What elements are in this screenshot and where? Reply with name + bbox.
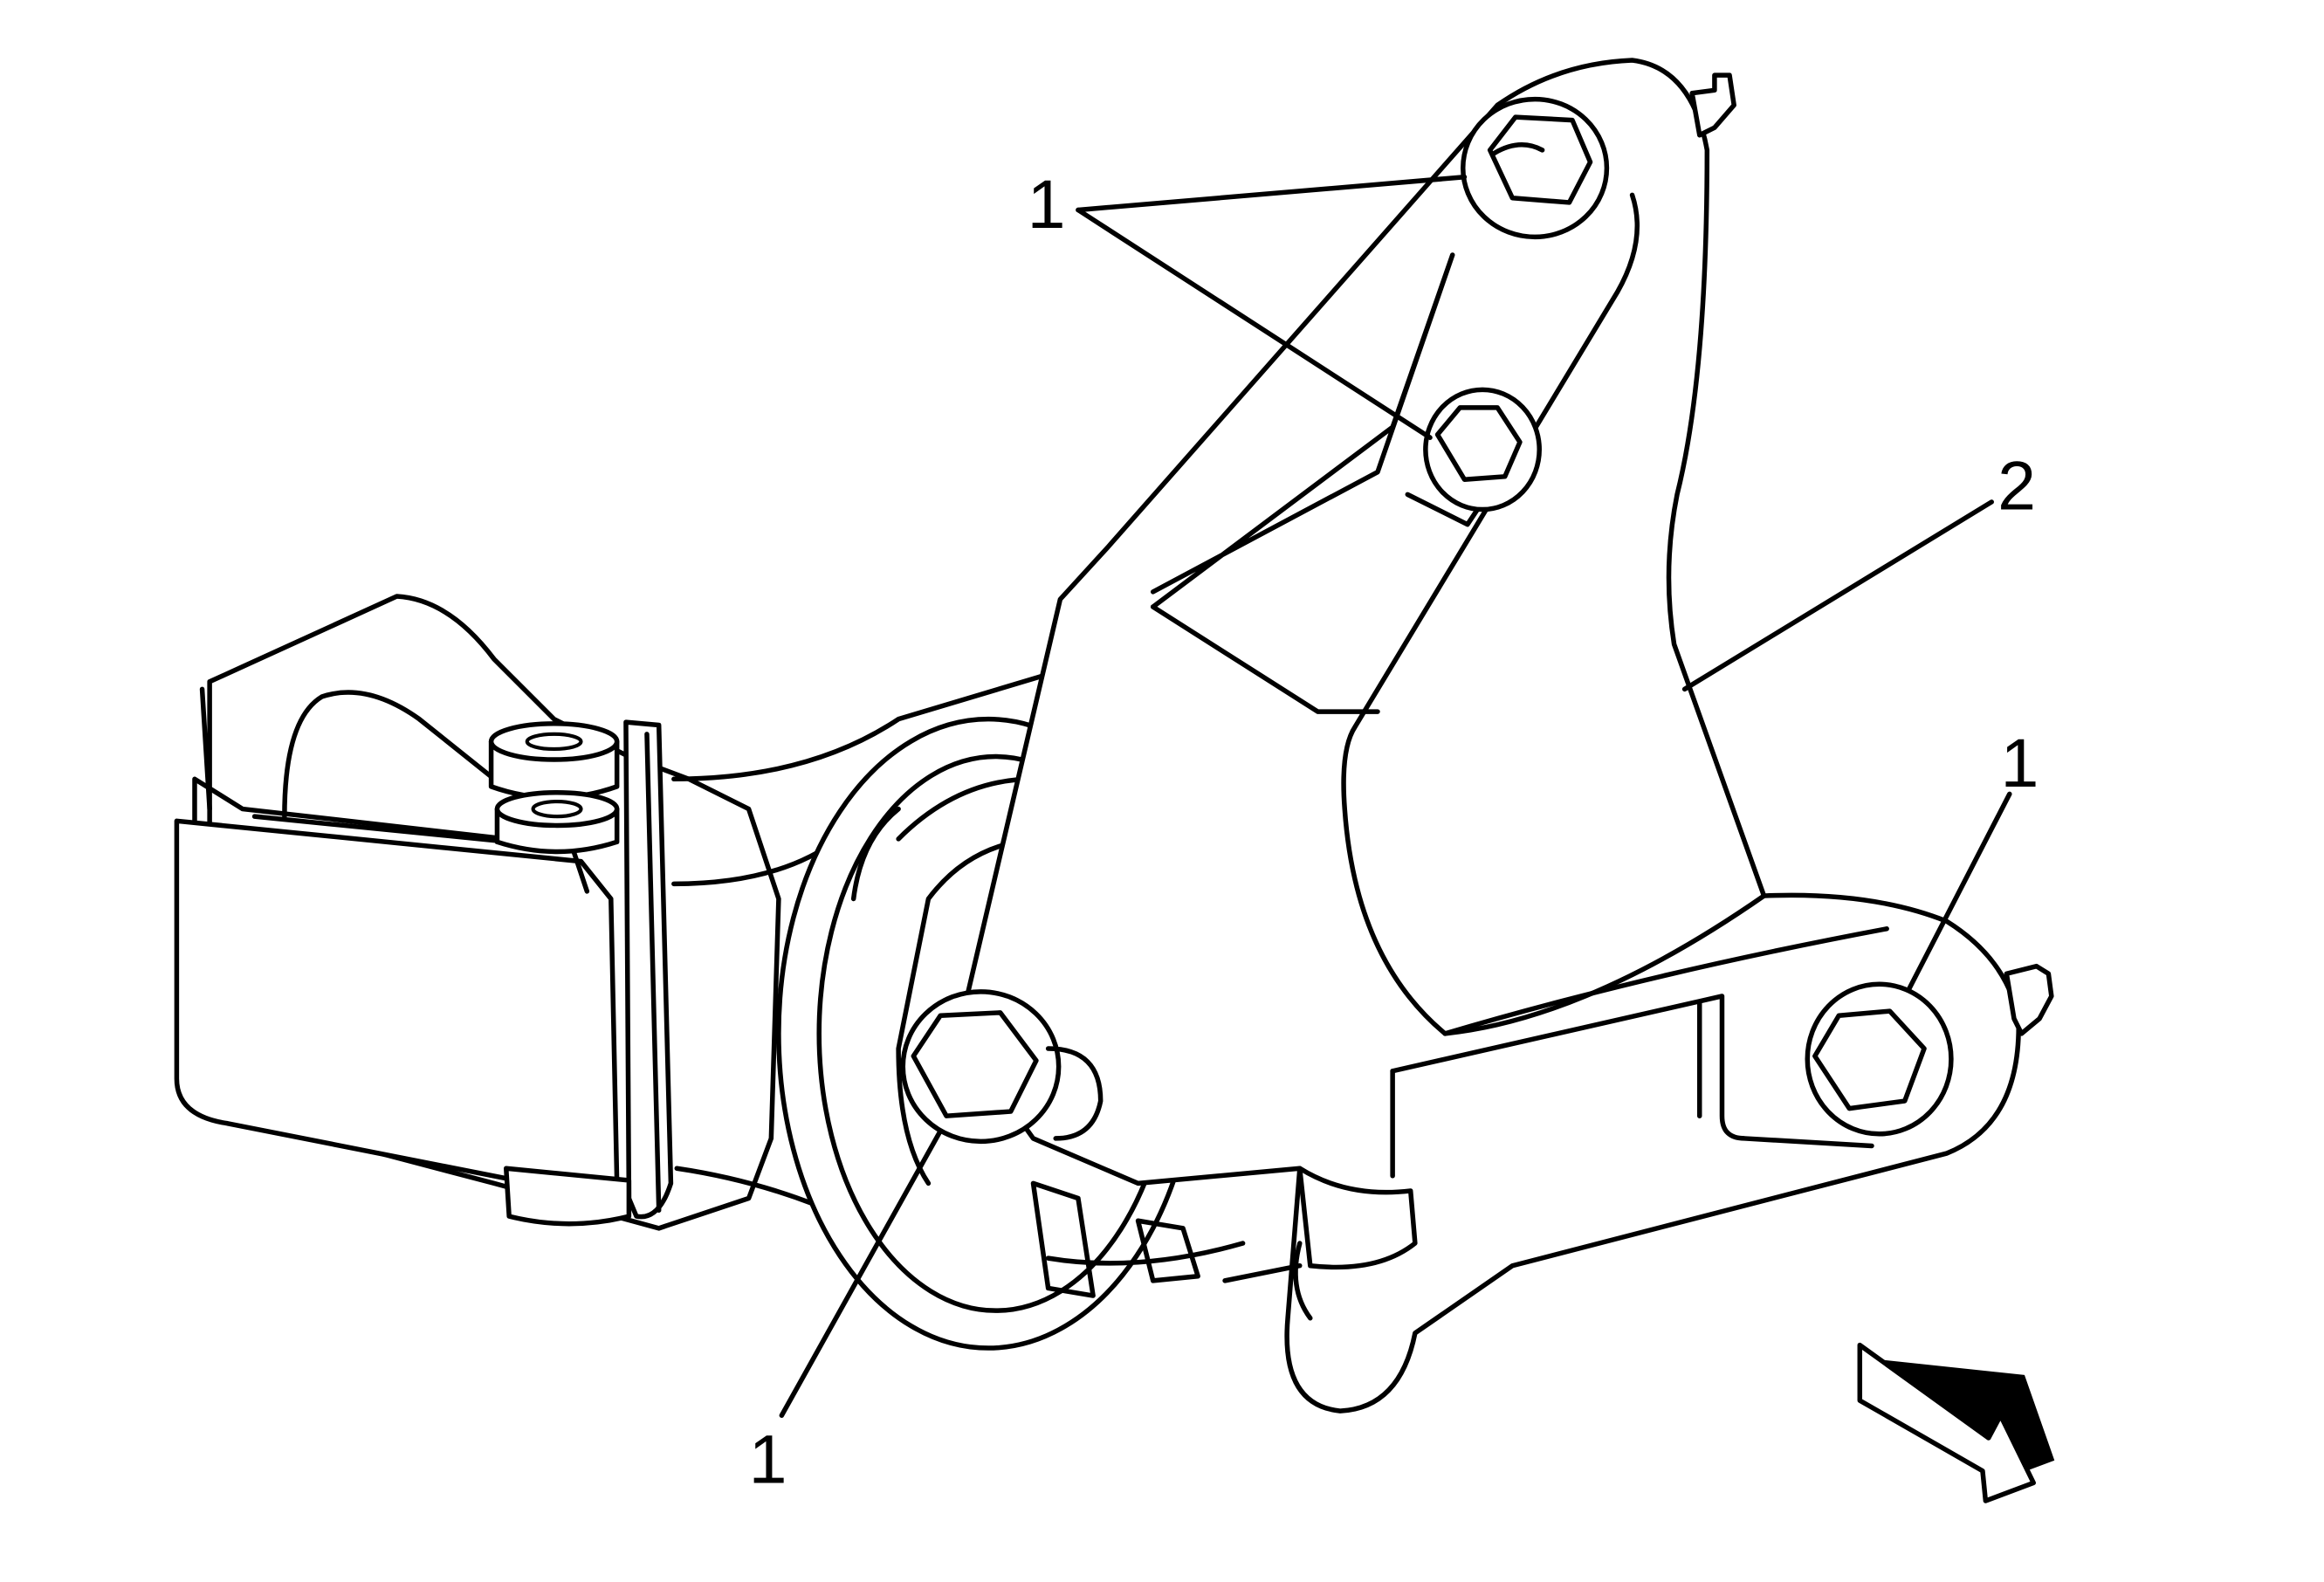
- bolt-lower: [900, 989, 1104, 1145]
- callout-bolt-right: 1: [2001, 725, 2039, 801]
- stud-right: [2004, 963, 2054, 1036]
- bushing-upper: [488, 721, 620, 801]
- leader-lines: [779, 175, 2012, 1418]
- callout-bracket: 2: [1997, 448, 2036, 525]
- callout-bolt-lower: 1: [749, 1420, 787, 1497]
- bolt-right: [1805, 981, 1954, 1137]
- bolt-upper-mid: [1423, 387, 1542, 512]
- mount-assembly: [174, 594, 1051, 1231]
- engine-mount-bracket: [955, 58, 2054, 1413]
- bushing-lower: [494, 789, 620, 855]
- stud-top: [1689, 72, 1736, 138]
- view-direction-arrow-icon: [1857, 1342, 2055, 1503]
- bolt-upper-top: [1461, 96, 1610, 240]
- callout-bolt-upper: 1: [1028, 166, 1066, 243]
